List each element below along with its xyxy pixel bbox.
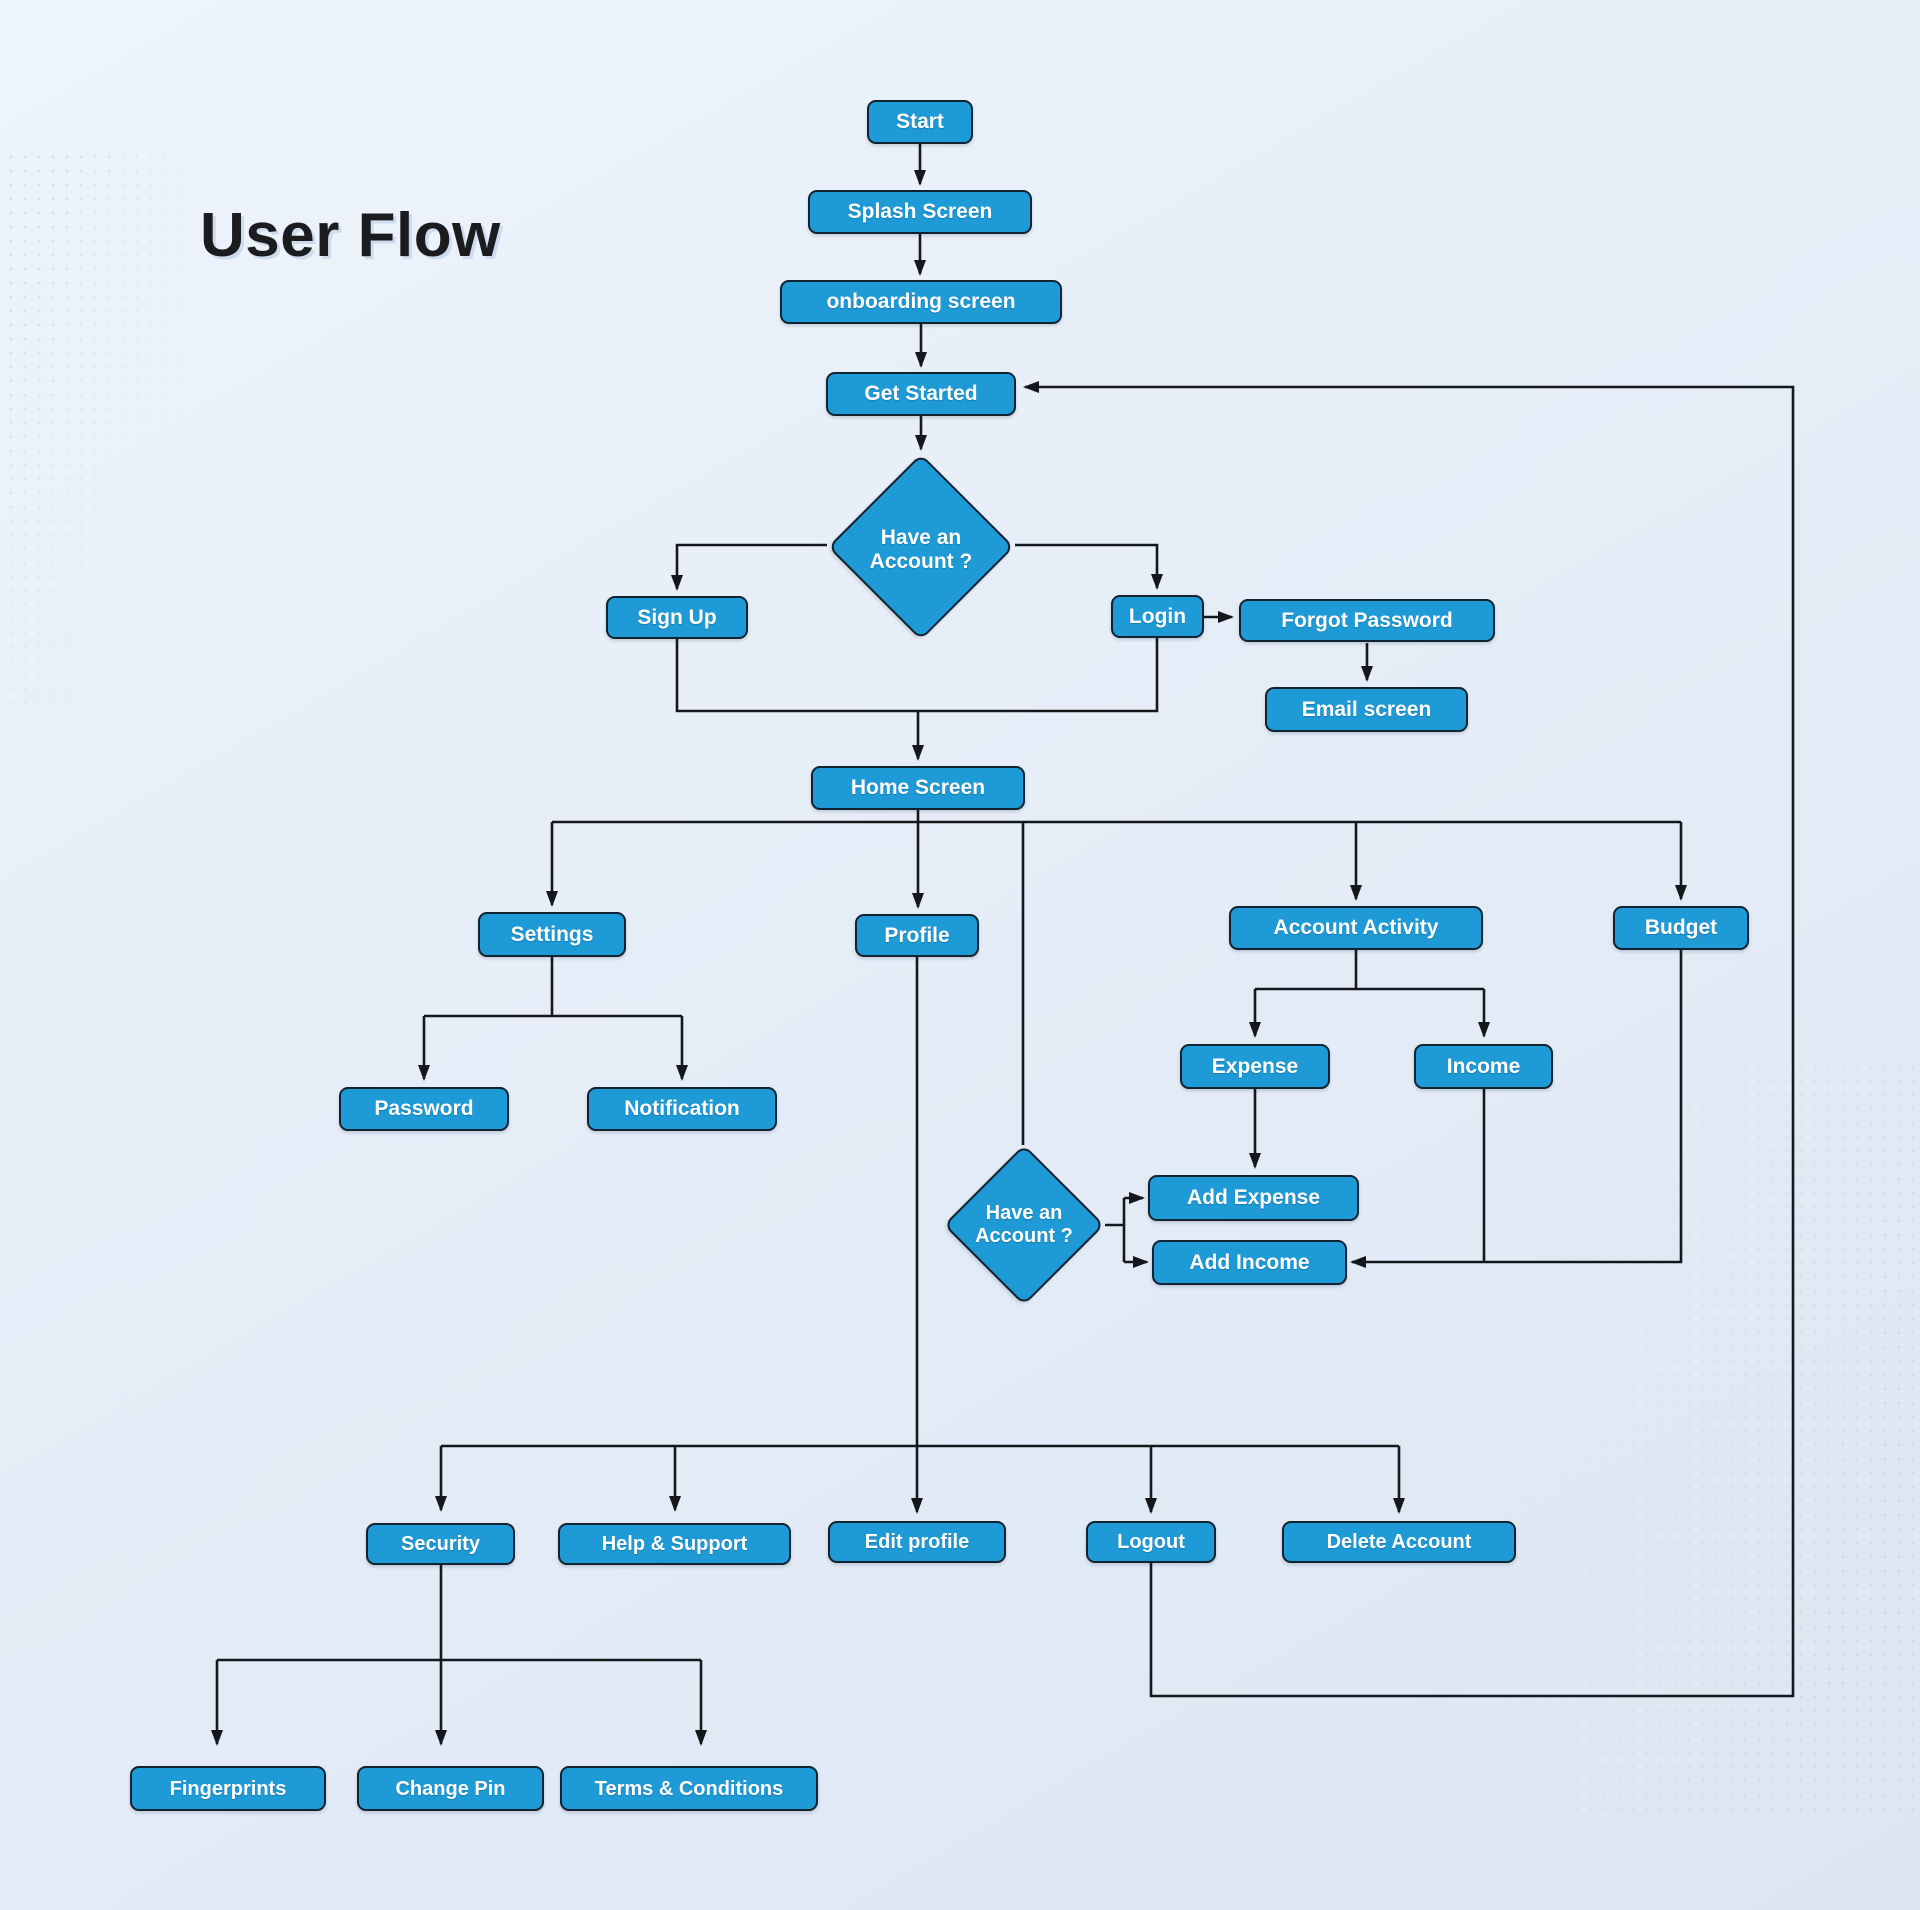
node-get-started[interactable]: Get Started <box>826 372 1016 416</box>
node-splash-screen[interactable]: Splash Screen <box>808 190 1032 234</box>
node-onboarding-screen[interactable]: onboarding screen <box>780 280 1062 324</box>
node-expense[interactable]: Expense <box>1180 1044 1330 1089</box>
diagram-title: User Flow <box>200 201 501 270</box>
node-sign-up[interactable]: Sign Up <box>606 596 748 639</box>
node-password[interactable]: Password <box>339 1087 509 1131</box>
node-home-screen[interactable]: Home Screen <box>811 766 1025 810</box>
node-notification[interactable]: Notification <box>587 1087 777 1131</box>
node-budget[interactable]: Budget <box>1613 906 1749 950</box>
edge-signup-login-merge <box>675 638 1159 713</box>
node-security[interactable]: Security <box>366 1523 515 1565</box>
node-help-support[interactable]: Help & Support <box>558 1523 791 1565</box>
node-change-pin[interactable]: Change Pin <box>357 1766 544 1811</box>
node-account-activity[interactable]: Account Activity <box>1229 906 1483 950</box>
node-login[interactable]: Login <box>1111 595 1204 638</box>
node-settings[interactable]: Settings <box>478 912 626 957</box>
node-start[interactable]: Start <box>867 100 973 144</box>
node-income[interactable]: Income <box>1414 1044 1553 1089</box>
node-add-expense[interactable]: Add Expense <box>1148 1175 1359 1221</box>
node-add-income[interactable]: Add Income <box>1152 1240 1347 1285</box>
node-terms-conditions[interactable]: Terms & Conditions <box>560 1766 818 1811</box>
edge-logout-loop-getstarted <box>1023 381 1795 1698</box>
node-delete-account[interactable]: Delete Account <box>1282 1521 1516 1563</box>
node-forgot-password[interactable]: Forgot Password <box>1239 599 1495 642</box>
node-email-screen[interactable]: Email screen <box>1265 687 1468 732</box>
node-logout[interactable]: Logout <box>1086 1521 1216 1563</box>
edge-decision1-login <box>1015 543 1163 590</box>
edge-budget-addincome <box>1350 950 1683 1268</box>
edge-decision1-signup <box>671 543 827 591</box>
node-edit-profile[interactable]: Edit profile <box>828 1521 1006 1563</box>
node-profile[interactable]: Profile <box>855 914 979 957</box>
node-fingerprints[interactable]: Fingerprints <box>130 1766 326 1811</box>
